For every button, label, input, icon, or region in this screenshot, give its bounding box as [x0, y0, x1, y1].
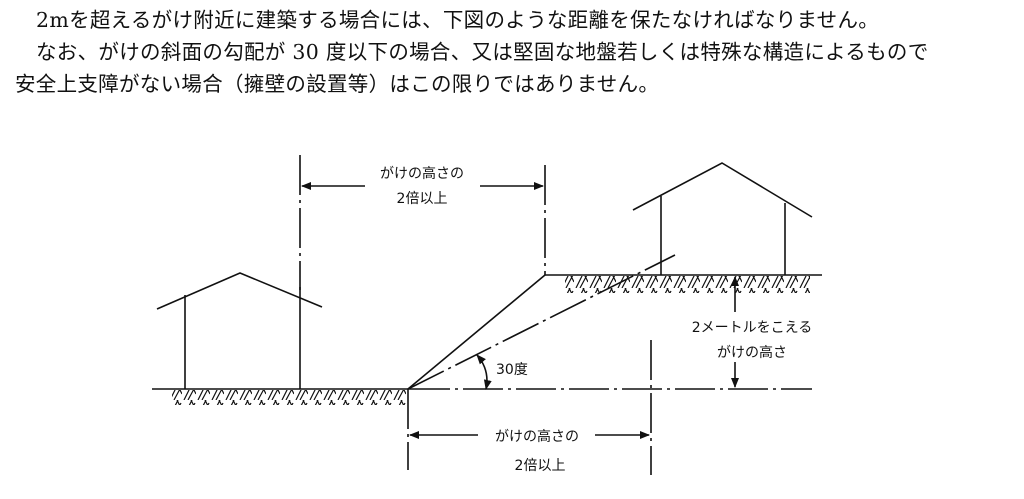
paragraph-2-line-1: なお、がけの斜面の勾配が 30 度以下の場合、又は堅固な地盤若しくは特殊な構造に… — [36, 40, 929, 64]
cliff-slope — [407, 274, 546, 390]
thirty-degree-line — [407, 254, 676, 390]
paragraph-2-line-2: 安全上支障がない場合（擁壁の設置等）はこの限りではありません。 — [15, 72, 660, 96]
top-distance-label-2: 2倍以上 — [397, 191, 448, 207]
cliff-height-label-2: がけの高さ — [717, 344, 787, 361]
lower-house — [156, 272, 323, 389]
upper-ground-hatching — [565, 276, 810, 293]
paragraph-1: 2mを超えるがけ附近に建築する場合には、下図のような距離を保たなければなりません… — [15, 4, 879, 36]
upper-house — [632, 162, 813, 275]
bottom-distance-label-1: がけの高さの — [495, 428, 579, 445]
lower-ground-hatching — [172, 390, 408, 405]
paragraph-1-text: 2mを超えるがけ附近に建築する場合には、下図のような距離を保たなければなりません… — [36, 8, 880, 32]
top-distance-label-1: がけの高さの — [380, 165, 464, 182]
cliff-height-label-1: 2メートルをこえる — [692, 320, 813, 336]
paragraph-2: なお、がけの斜面の勾配が 30 度以下の場合、又は堅固な地盤若しくは特殊な構造に… — [15, 36, 929, 100]
bottom-distance-label-2: 2倍以上 — [515, 458, 566, 474]
angle-label: 30度 — [496, 362, 528, 378]
angle-arc — [476, 354, 492, 390]
